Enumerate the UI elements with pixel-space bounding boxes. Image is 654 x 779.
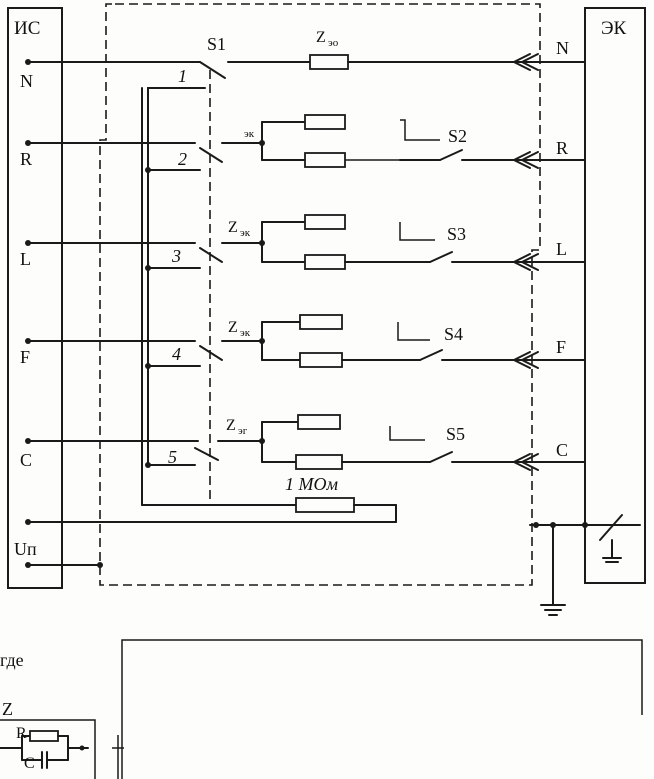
z-r-sub: эк	[244, 128, 255, 140]
switch-s4-label: S4	[444, 324, 463, 344]
switch-s1-label: S1	[207, 34, 226, 54]
z-c-sub: эг	[238, 425, 248, 437]
bottom-frame	[121, 639, 643, 779]
z-n-sub: эо	[328, 37, 339, 49]
switch-s2-label: S2	[448, 126, 467, 146]
right-terminal-r: R	[556, 138, 568, 158]
z-n-label: Z	[316, 29, 326, 46]
supply-line	[25, 562, 103, 568]
row-c	[25, 414, 586, 470]
left-terminal-l: L	[20, 249, 31, 269]
row-r	[25, 114, 586, 171]
right-terminal-n: N	[556, 38, 569, 58]
right-terminal-f: F	[556, 337, 566, 357]
switch-position-4: 4	[172, 344, 181, 364]
left-terminal-f: F	[20, 347, 30, 367]
left-terminal-c: C	[20, 450, 32, 470]
z-c-label: Z	[226, 417, 236, 434]
row-f	[25, 314, 586, 368]
row-l	[25, 214, 586, 270]
switch-position-5: 5	[168, 447, 177, 467]
ek-block	[584, 7, 646, 584]
row-n	[25, 54, 586, 79]
left-terminal-up: Uп	[14, 539, 37, 559]
ground-line	[25, 514, 641, 616]
z-l-sub: эк	[240, 227, 251, 239]
legend-where: где	[0, 650, 24, 670]
megohm-resistor-row	[141, 497, 397, 523]
right-terminal-l: L	[556, 239, 567, 259]
switch-unit-enclosure	[99, 3, 541, 586]
left-terminal-n: N	[20, 71, 33, 91]
z-l-label: Z	[228, 219, 238, 236]
ek-block-title: ЭК	[601, 18, 627, 39]
megohm-resistor-label: 1 МОм	[285, 474, 338, 494]
switch-position-3: 3	[171, 246, 181, 266]
switch-position-2: 2	[178, 149, 187, 169]
legend-z: Z	[2, 699, 13, 719]
legend-r: R	[16, 725, 27, 742]
right-terminal-c: C	[556, 440, 568, 460]
z-f-label: Z	[228, 319, 238, 336]
switch-s5-label: S5	[446, 424, 465, 444]
left-terminal-r: R	[20, 149, 32, 169]
z-f-sub: эк	[240, 327, 251, 339]
legend-rc-element: Z	[0, 699, 124, 779]
switch-s3-label: S3	[447, 224, 466, 244]
legend-c: C	[24, 755, 35, 772]
switch-position-1: 1	[178, 66, 187, 86]
is-block	[7, 7, 63, 589]
connector-chevrons	[511, 53, 539, 471]
is-block-title: ИС	[14, 18, 40, 39]
common-bus	[147, 87, 206, 466]
